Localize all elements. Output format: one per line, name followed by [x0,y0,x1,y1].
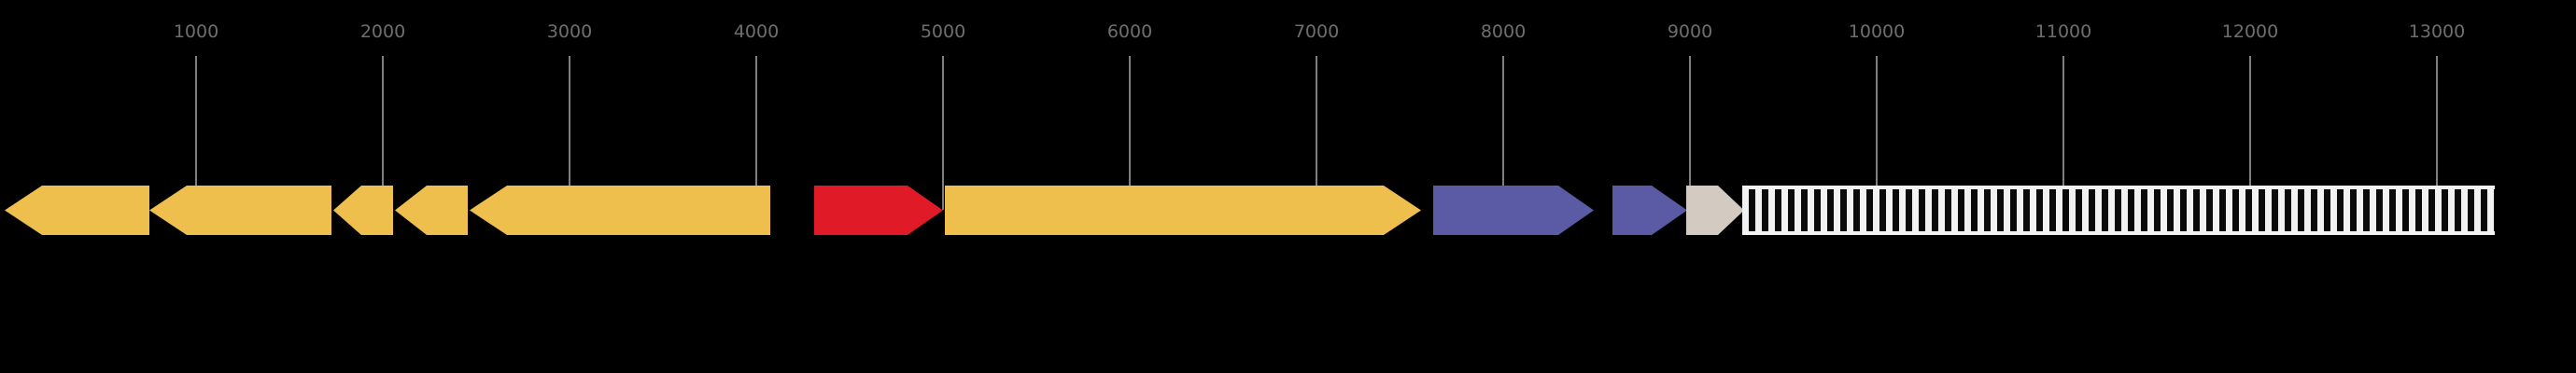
axis-tick-line [195,56,197,210]
gene-arrow-forward-red[interactable] [814,186,943,235]
axis-tick-label: 7000 [1293,21,1340,42]
axis-tick-label: 3000 [546,21,593,42]
axis-tick-line [2436,56,2438,210]
axis-tick-line [2249,56,2251,210]
axis-tick-label: 6000 [1106,21,1153,42]
axis-tick-label: 9000 [1667,21,1713,42]
axis-tick-line [382,56,384,210]
axis-tick-line [942,56,944,210]
axis-tick-label: 8000 [1480,21,1527,42]
axis-tick-label: 13000 [2408,21,2466,42]
gene-arrow-reverse-5[interactable] [470,186,770,235]
axis-tick-line [2062,56,2064,210]
axis-tick-line [1502,56,1504,210]
feature-arrow-glyph [149,186,331,235]
axis-tick-label: 2000 [359,21,406,42]
axis-tick-line [1129,56,1131,210]
axis-tick-line [1876,56,1878,210]
axis-tick-label: 4000 [733,21,780,42]
feature-arrow-glyph [470,186,770,235]
feature-arrow-glyph [395,186,468,235]
axis-tick-label: 10000 [1848,21,1906,42]
gene-arrow-reverse-4[interactable] [395,186,468,235]
axis-tick-line [755,56,757,210]
feature-arrow-glyph [814,186,943,235]
repeat-stripes [1742,189,2495,231]
axis-tick-label: 12000 [2221,21,2279,42]
gene-arrow-forward-1[interactable] [945,186,1421,235]
gene-arrow-forward-blue-2[interactable] [1612,186,1687,235]
gene-arrow-forward-beige[interactable] [1686,186,1744,235]
axis-tick-line [569,56,570,210]
feature-arrow-glyph [1686,186,1744,235]
gene-arrow-reverse-3[interactable] [333,186,393,235]
feature-arrow-glyph [5,186,149,235]
axis-tick-label: 11000 [2034,21,2092,42]
gene-arrow-reverse-2[interactable] [149,186,331,235]
axis-tick-line [1316,56,1317,210]
striped-repeat-region[interactable] [1742,186,2495,235]
feature-arrow-glyph [333,186,393,235]
feature-arrow-glyph [1612,186,1687,235]
feature-track [0,186,2576,235]
axis-tick-label: 1000 [173,21,219,42]
gene-arrow-reverse-1[interactable] [5,186,149,235]
feature-arrow-glyph [945,186,1421,235]
gene-arrow-forward-blue-1[interactable] [1433,186,1594,235]
feature-arrow-glyph [1433,186,1594,235]
axis-tick-line [1689,56,1691,210]
axis-tick-label: 5000 [920,21,966,42]
